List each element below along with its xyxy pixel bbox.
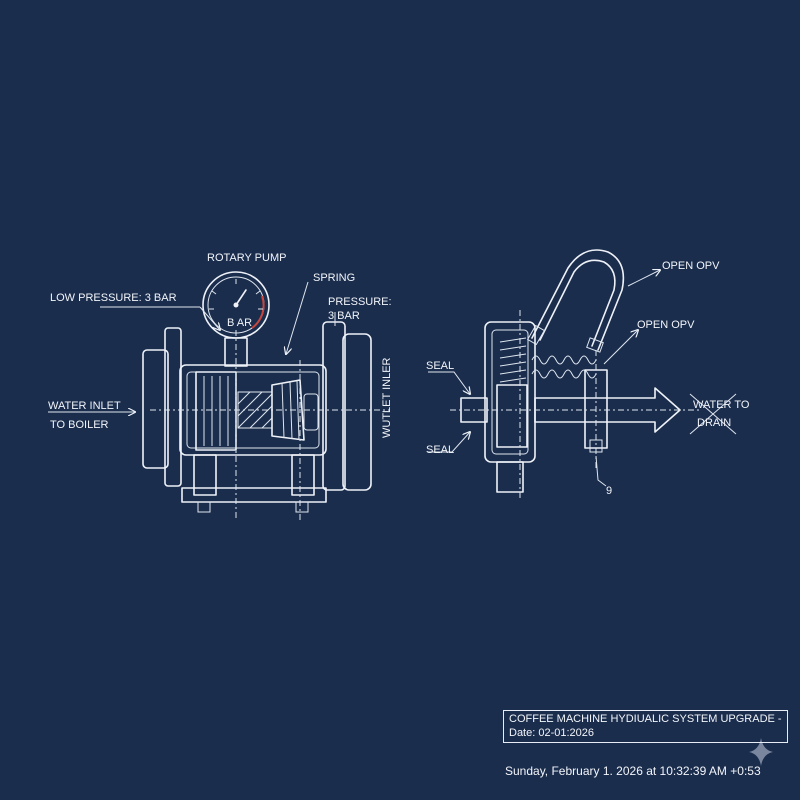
- callout-number: 9: [606, 485, 612, 497]
- timestamp-footer: Sunday, February 1. 2026 at 10:32:39 AM …: [505, 764, 761, 778]
- outlet-pipe-arrow: [534, 387, 681, 433]
- pressure-value-label: 3 BAR: [328, 310, 360, 322]
- sparkle-icon: [749, 738, 773, 766]
- piston-block: [195, 371, 237, 451]
- gauge-unit: B AR: [227, 317, 252, 329]
- gauge-red-zone: [251, 295, 265, 329]
- seal-label-top: SEAL: [426, 360, 454, 372]
- valve-stem: [496, 461, 524, 493]
- pump-rotor: [271, 379, 305, 441]
- drain-label: DRAIN: [697, 417, 731, 429]
- pump-foot-right: [291, 454, 315, 496]
- open-opv-label-middle: OPEN OPV: [637, 319, 695, 331]
- outlet-vertical-label: WUTLET INLER: [381, 357, 393, 438]
- coil-spring-horizontal: [531, 355, 597, 379]
- u-tube-inner: [539, 259, 616, 347]
- title-block-date: Date: 02-01:2026: [509, 727, 595, 739]
- pump-right-flange-plate: [322, 321, 346, 491]
- u-tube-outer: [531, 249, 625, 351]
- seal-label-bottom: SEAL: [426, 444, 454, 456]
- pressure-label: PRESSURE:: [328, 296, 392, 308]
- pump-foot-left: [193, 454, 217, 496]
- pump-left-flange: [142, 349, 169, 469]
- gauge-needle: [235, 289, 247, 306]
- water-inlet-label: WATER INLET: [48, 400, 121, 412]
- to-boiler-label: TO BOILER: [50, 419, 109, 431]
- rotary-pump-label: ROTARY PUMP: [207, 252, 286, 264]
- open-opv-label-top: OPEN OPV: [662, 260, 720, 272]
- pump-right-flange: [342, 333, 372, 491]
- valve-seat: [496, 384, 528, 448]
- title-block: COFFEE MACHINE HYDIUALIC SYSTEM UPGRADE …: [503, 710, 788, 743]
- spring-label: SPRING: [313, 272, 355, 284]
- pressure-gauge: [202, 271, 270, 339]
- pump-base: [181, 487, 327, 503]
- coil-spring-vertical: [499, 337, 527, 383]
- title-block-heading: COFFEE MACHINE HYDIUALIC SYSTEM UPGRADE …: [509, 713, 782, 725]
- water-to-label: WATER TO: [693, 399, 750, 411]
- pump-left-flange-plate: [164, 327, 182, 487]
- valve-drawing: [428, 249, 737, 500]
- rotary-pump-drawing: B AR: [48, 271, 390, 520]
- low-pressure-label: LOW PRESSURE: 3 BAR: [50, 292, 177, 304]
